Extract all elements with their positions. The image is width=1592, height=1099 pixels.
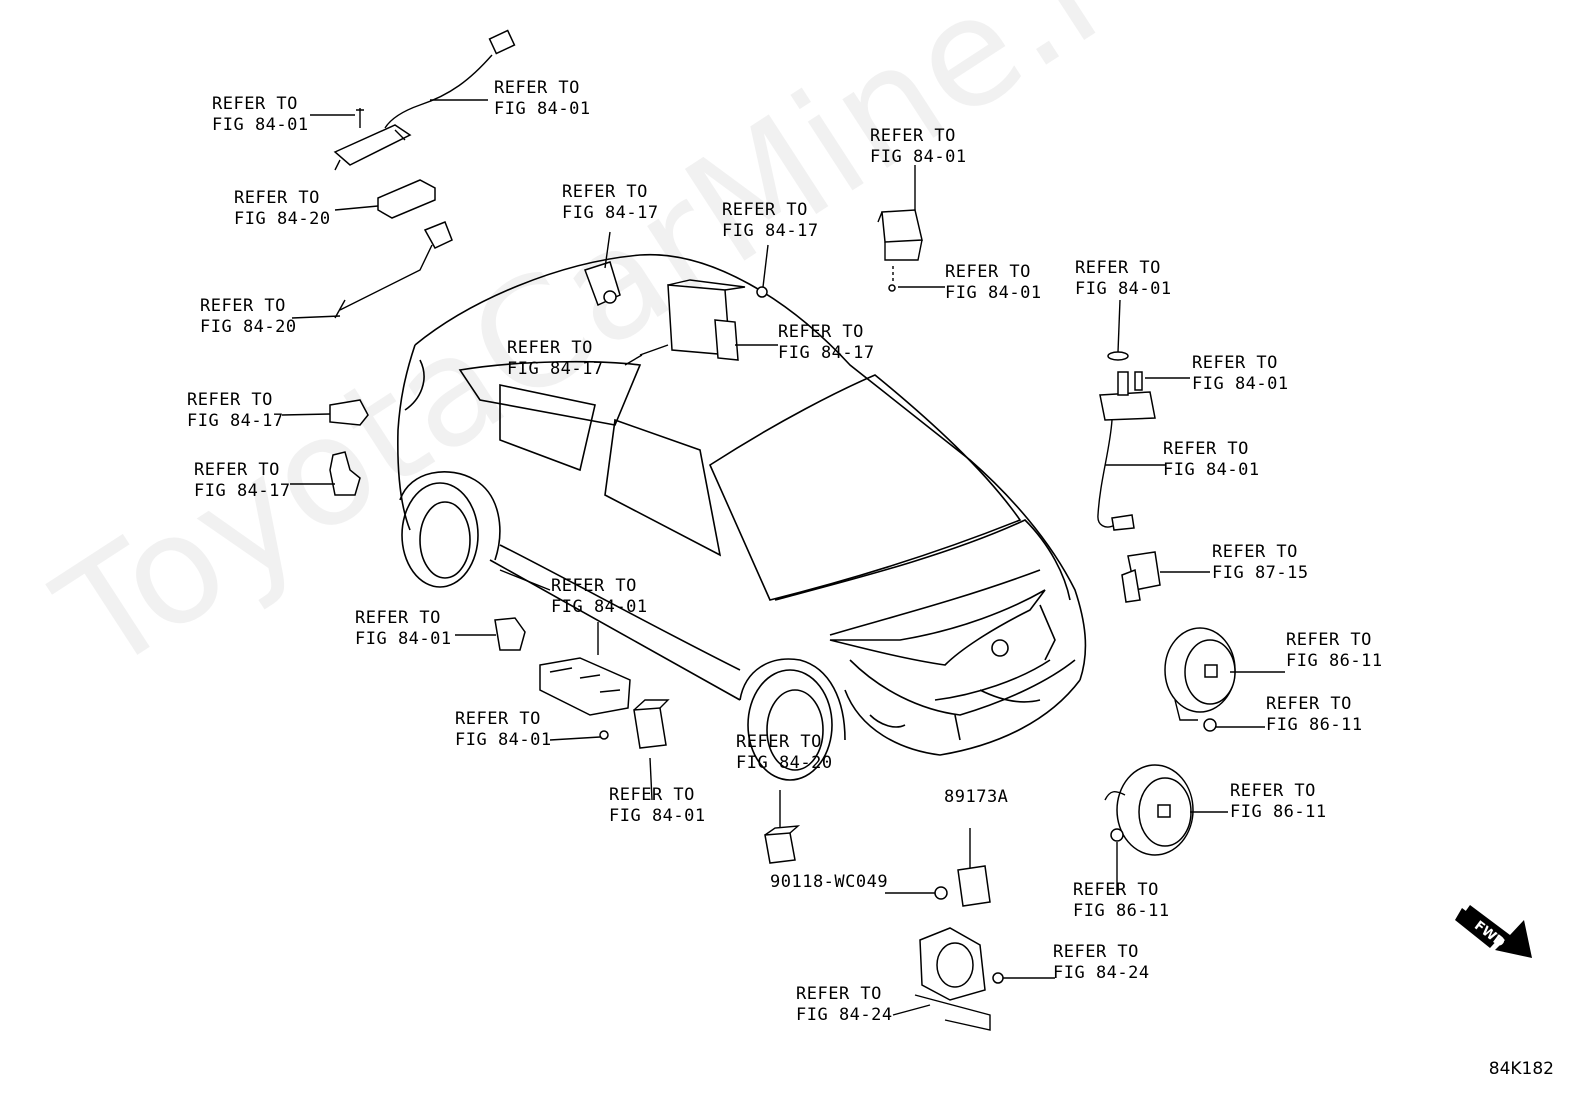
callout-label: REFER TO FIG 84-01 <box>870 126 967 167</box>
callout-label: REFER TO FIG 86-11 <box>1230 781 1327 822</box>
fwd-arrow-icon: FWD <box>1455 905 1532 958</box>
clip-left-1 <box>329 399 369 426</box>
callout-label: REFER TO FIG 84-01 <box>355 608 452 649</box>
sensor-bracket-right <box>1097 351 1156 531</box>
callout-label: REFER TO FIG 84-01 <box>212 94 309 135</box>
antenna-cable <box>333 29 516 171</box>
callout-label: REFER TO FIG 84-01 <box>455 709 552 750</box>
callout-label: REFER TO FIG 84-20 <box>234 188 331 229</box>
diagram-code: 84K182 <box>1488 1059 1554 1079</box>
callout-label: REFER TO FIG 86-11 <box>1073 880 1170 921</box>
callout-label: REFER TO FIG 84-17 <box>562 182 659 223</box>
rod-antenna <box>334 221 453 319</box>
clip-bottom-left <box>494 617 526 651</box>
switch-top <box>877 209 923 292</box>
sensor-87-15 <box>1121 551 1161 603</box>
callout-label: REFER TO FIG 84-17 <box>778 322 875 363</box>
sensor-module <box>377 179 436 219</box>
callout-label: REFER TO FIG 87-15 <box>1212 542 1309 583</box>
part-number-bolt: 90118-WC049 <box>770 872 889 892</box>
switch-small <box>633 699 670 749</box>
bracket-left <box>329 451 361 496</box>
callout-label: REFER TO FIG 84-01 <box>494 78 591 119</box>
callout-label: REFER TO FIG 84-01 <box>1075 258 1172 299</box>
callout-label: REFER TO FIG 84-17 <box>194 460 291 501</box>
callout-label: REFER TO FIG 84-17 <box>507 338 604 379</box>
callout-label: REFER TO FIG 86-11 <box>1266 694 1363 735</box>
callout-label: REFER TO FIG 84-20 <box>200 296 297 337</box>
window-switch <box>539 657 631 740</box>
callout-label: REFER TO FIG 84-01 <box>1192 353 1289 394</box>
callout-label: REFER TO FIG 84-24 <box>796 984 893 1025</box>
ecu-box <box>639 279 768 361</box>
part-number-relay: 89173A <box>944 787 1009 807</box>
module-84-20 <box>764 825 801 864</box>
callout-label: REFER TO FIG 84-01 <box>609 785 706 826</box>
callout-label: REFER TO FIG 86-11 <box>1286 630 1383 671</box>
horn-lower <box>1104 764 1194 856</box>
relay-89173A <box>934 865 991 907</box>
horn-upper <box>1164 627 1236 732</box>
callout-label: REFER TO FIG 84-20 <box>736 732 833 773</box>
leader-lines <box>281 99 1285 1016</box>
callout-label: REFER TO FIG 84-01 <box>1163 439 1260 480</box>
callout-label: REFER TO FIG 84-17 <box>187 390 284 431</box>
callout-label: REFER TO FIG 84-17 <box>722 200 819 241</box>
control-unit-small <box>584 261 621 307</box>
vehicle-outline <box>397 253 1087 781</box>
buzzer <box>914 927 1004 1031</box>
callout-label: REFER TO FIG 84-24 <box>1053 942 1150 983</box>
callout-label: REFER TO FIG 84-01 <box>945 262 1042 303</box>
callout-label: REFER TO FIG 84-01 <box>551 576 648 617</box>
